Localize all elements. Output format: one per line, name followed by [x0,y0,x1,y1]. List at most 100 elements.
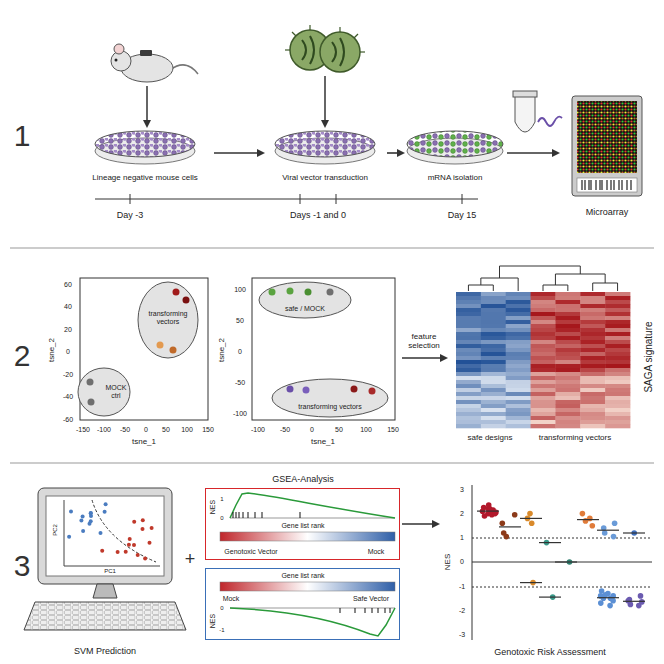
screen-dot [136,553,140,557]
heatmap-cell [605,392,630,396]
risk-plot: Genotoxic Risk AssessmentNES [440,482,656,662]
gsea-plot [230,608,395,636]
nes-dot [583,518,589,524]
dish-step: mRNA isolation [405,120,505,186]
heatmap-cell [605,368,630,372]
nes-axis [472,562,652,563]
heatmap-cell [605,340,630,344]
microarray-step: Microarray [560,88,656,222]
mean-line [597,597,619,598]
screen-dot [124,550,128,554]
screen-dot [132,543,136,547]
heatmap-cell [506,304,531,308]
heatmap-cell [456,356,481,360]
heatmap-cell [605,300,630,304]
nes-dot [512,512,518,518]
heatmap-cell [531,368,556,372]
axis-label: -150 [76,426,90,434]
heatmap-cell [481,424,506,428]
axis-label: MOCK ctrl [103,384,129,399]
heatmap-cell [555,364,580,368]
heatmap-cell [481,312,506,316]
tsne-plot [78,368,130,416]
node-label: Gene list rank [281,572,324,580]
heatmap-cell [456,324,481,328]
nes-dot [636,603,642,609]
heatmap-cell [555,304,580,308]
heatmap-cell [506,404,531,408]
tube-icon [538,117,562,126]
axis-label: tsne_2 [218,338,227,362]
heatmap-cell [456,416,481,420]
heatmap-cell [481,324,506,328]
tsne-plot [287,386,294,393]
heatmap-cell [531,400,556,404]
heatmap-cell [506,292,531,296]
mean-line [623,601,645,602]
heatmap-cell [605,416,630,420]
heatmap-cell [580,328,605,332]
node-label: GSEA-Analysis [272,475,334,485]
axis-label: PC2 [52,524,59,536]
nes-axis [472,587,652,588]
microarray-chip [582,180,631,190]
tsne-plot: safe / MOCKtransforming vectors [230,268,400,450]
screen-dot [81,515,85,519]
heatmap-cell [605,404,630,408]
screen-dot [141,527,145,531]
heatmap-cell [506,420,531,424]
heatmap-cell [605,352,630,356]
screen-dot [127,543,131,547]
heatmap-cell [580,412,605,416]
axis-label: -3 [459,631,465,639]
screen-dot [128,537,132,541]
heatmap-cell [531,340,556,344]
screen-dot [89,511,93,515]
computer-icon [92,500,156,562]
mean-line [577,519,599,520]
axis-label: transforming vectors [146,310,190,325]
heatmap-cell [456,376,481,380]
heatmap-cell [531,332,556,336]
heatmap-cell [605,412,630,416]
tsne-plot [269,289,276,296]
virus-icon [292,32,296,36]
axis-label: -100 [97,426,111,434]
panel-number: 2 [14,339,31,372]
heatmap-cell [580,392,605,396]
timeline [462,194,463,204]
mouse-icon [114,44,124,54]
heatmap-cell [605,324,630,328]
gsea-box: GSEA-AnalysisNESGene list rankGenotoxic … [205,488,400,560]
heatmap-cell [580,424,605,428]
heatmap-cell [481,304,506,308]
tsne-plot [327,289,334,296]
culture-dish [275,131,375,157]
heatmap-cell [456,300,481,304]
node-label: Safe Vector [353,595,389,603]
heatmap-cell [456,308,481,312]
heatmap-cell [580,352,605,356]
mouse-icon [111,44,198,126]
screen-dot [89,519,93,523]
heatmap-cell [531,344,556,348]
gsea-plot [220,532,395,541]
tsne-plot [305,289,312,296]
heatmap-cell [605,384,630,388]
screen-dot [104,502,108,506]
axis-label: -100 [251,426,265,434]
heatmap-cell [531,292,556,296]
nes-dot [482,513,488,519]
screen-dot [79,518,83,522]
heatmap-cell [605,348,630,352]
screen-dot [100,549,104,553]
heatmap-cell [605,296,630,300]
heatmap-cell [456,328,481,332]
heatmap-cell [605,400,630,404]
heatmap-cell [531,392,556,396]
heatmap-cell [456,368,481,372]
gsea-box: NESGene list rankMockSafe Vector [205,568,400,640]
axis-label: PC1 [104,568,116,575]
heatmap-cell [555,356,580,360]
